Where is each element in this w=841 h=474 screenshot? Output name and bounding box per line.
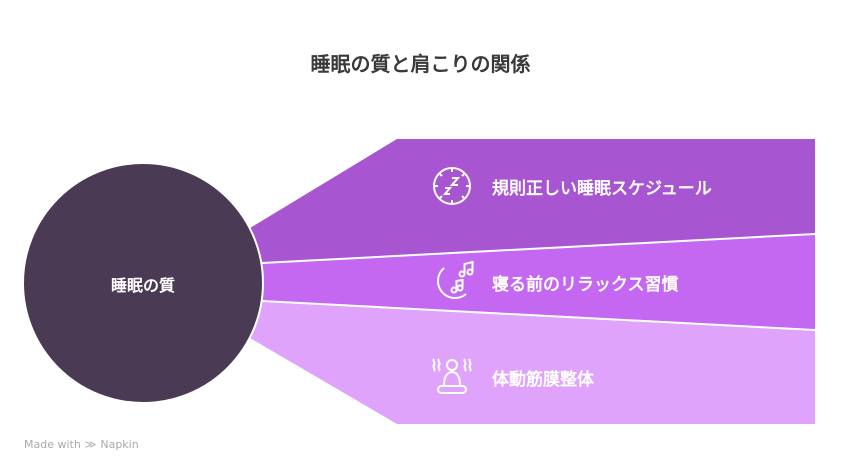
item-fascia: 体動筋膜整体 xyxy=(430,355,594,399)
diagram-title: 睡眠の質と肩こりの関係 xyxy=(310,52,531,76)
band-2 xyxy=(262,235,815,329)
item-sleep-schedule: 規則正しい睡眠スケジュール xyxy=(430,164,712,208)
napkin-logo-icon: ≫ xyxy=(84,438,97,451)
item-label: 体動筋膜整体 xyxy=(492,369,594,390)
sleep-clock-icon xyxy=(433,167,471,205)
footer-attribution[interactable]: Made with ≫ Napkin xyxy=(24,438,139,451)
center-circle xyxy=(22,162,264,404)
moon-music-icon xyxy=(437,260,474,299)
brand-name: Napkin xyxy=(100,438,139,451)
center-label: 睡眠の質 xyxy=(110,276,175,295)
band-3 xyxy=(250,302,815,424)
made-with-text: Made with xyxy=(24,438,81,451)
item-label: 寝る前のリラックス習慣 xyxy=(492,274,679,295)
item-relax-habit: 寝る前のリラックス習慣 xyxy=(430,260,679,304)
item-label: 規則正しい睡眠スケジュール xyxy=(492,178,712,199)
relaxing-person-icon xyxy=(432,358,472,394)
band-1 xyxy=(250,139,815,262)
